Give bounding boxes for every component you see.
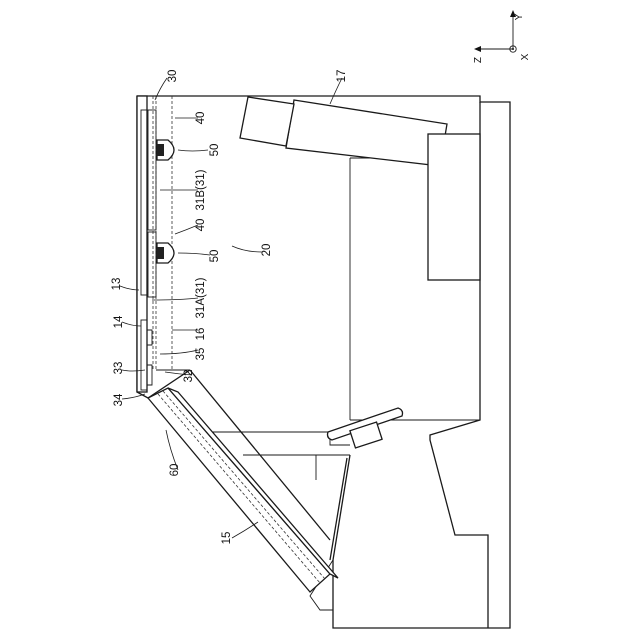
label-40-upper: 40 — [195, 112, 207, 125]
axis-label-x: X — [520, 53, 531, 60]
label-32: 32 — [183, 370, 195, 383]
lead-50a — [178, 150, 208, 151]
label-50-upper: 50 — [209, 144, 221, 157]
plate-31a — [148, 232, 156, 297]
label-14: 14 — [113, 315, 125, 328]
projector-base-block — [428, 134, 480, 280]
lead-30 — [155, 78, 167, 100]
lead-33 — [122, 370, 145, 371]
label-50-lower: 50 — [209, 250, 221, 263]
label-20: 20 — [261, 244, 273, 257]
lead-31a — [152, 298, 198, 300]
axis-label-z: Z — [473, 57, 484, 63]
x-axis-dot — [512, 48, 514, 50]
label-35: 35 — [195, 348, 207, 361]
lead-20 — [232, 246, 262, 252]
bracket-33 — [147, 330, 152, 345]
label-34: 34 — [113, 393, 125, 406]
panel-15-body — [148, 388, 330, 592]
lead-35 — [160, 350, 198, 354]
label-60: 60 — [169, 464, 181, 477]
stand-slope-inner — [330, 458, 347, 560]
panel-15-edge — [168, 388, 338, 578]
projector-lens — [240, 97, 294, 146]
label-17: 17 — [336, 70, 348, 83]
lever — [328, 408, 403, 448]
stand-slope — [333, 455, 350, 560]
z-arrowhead — [474, 46, 481, 52]
axis-indicator: Y Z X — [473, 10, 531, 63]
label-15: 15 — [221, 532, 233, 545]
label-30: 30 — [167, 70, 179, 83]
bracket-34 — [147, 365, 152, 385]
label-40-lower: 40 — [195, 219, 207, 232]
lead-50b — [178, 253, 210, 255]
projector-17 — [240, 97, 480, 280]
label-16: 16 — [195, 328, 207, 341]
fixture-50-lower-core — [157, 247, 164, 259]
slanted-panel-15 — [148, 370, 338, 592]
fixture-50-upper-core — [157, 144, 164, 156]
label-31a: 31A(31) — [195, 277, 207, 318]
lead-15 — [232, 522, 258, 538]
label-31b: 31B(31) — [195, 169, 207, 210]
label-13: 13 — [111, 278, 123, 291]
axis-label-y: Y — [514, 13, 525, 20]
projector-body — [286, 100, 447, 166]
panel-13 — [137, 96, 147, 392]
plate-31b — [148, 110, 156, 230]
label-33: 33 — [113, 362, 125, 375]
